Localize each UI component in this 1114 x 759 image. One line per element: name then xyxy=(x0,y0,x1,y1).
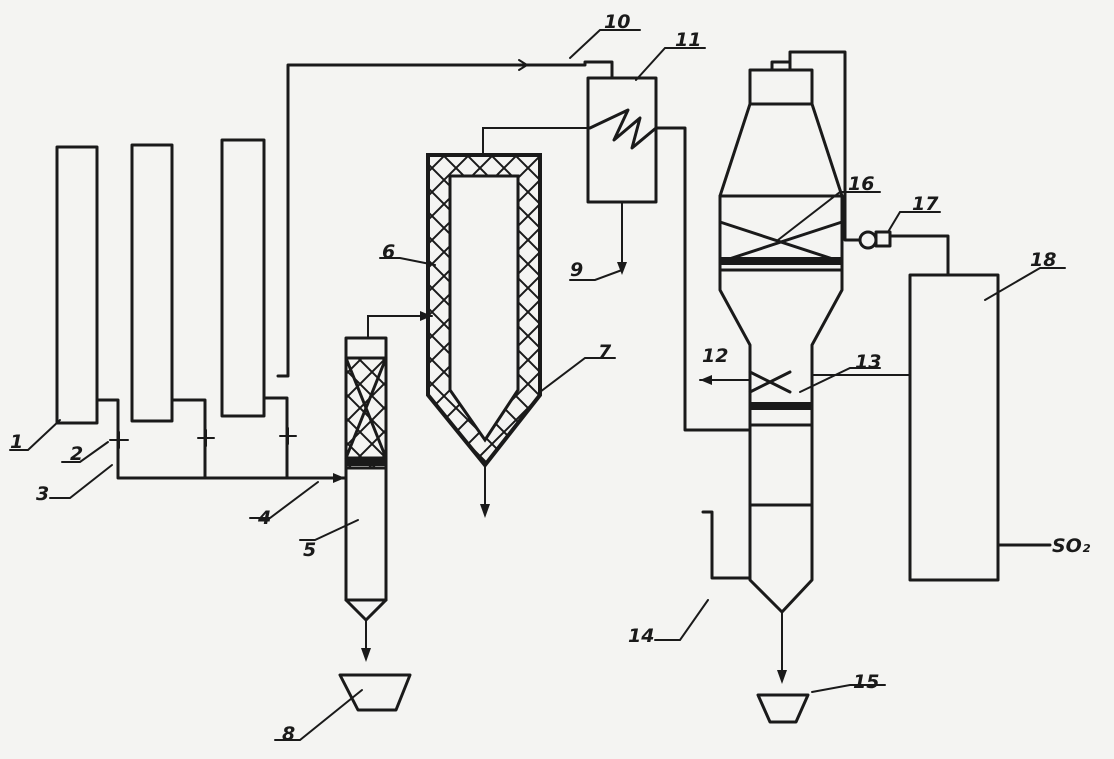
leader-lines xyxy=(9,29,1066,741)
label-so2: SO₂ xyxy=(1052,535,1091,557)
label-9: 9 xyxy=(570,259,583,281)
columns-group xyxy=(55,138,266,425)
label-6: 6 xyxy=(382,241,395,263)
label-16: 16 xyxy=(848,173,874,195)
hopper-15 xyxy=(756,693,810,724)
label-17: 17 xyxy=(912,193,939,215)
heat-exchanger-11 xyxy=(586,76,750,432)
vessel-5 xyxy=(344,311,433,662)
header-line xyxy=(276,59,614,378)
label-5: 5 xyxy=(303,539,316,561)
label-13: 13 xyxy=(855,351,881,373)
hopper-8 xyxy=(338,673,412,712)
label-15: 15 xyxy=(853,671,879,693)
column-3 xyxy=(220,138,266,418)
label-4: 4 xyxy=(257,507,271,529)
label-18: 18 xyxy=(1030,249,1056,271)
label-14: 14 xyxy=(628,625,654,647)
vessel-18 xyxy=(908,273,1000,582)
label-11: 11 xyxy=(675,29,701,51)
label-3: 3 xyxy=(36,483,49,505)
label-8: 8 xyxy=(282,723,295,745)
absorption-tower xyxy=(699,50,911,684)
label-10: 10 xyxy=(604,11,630,33)
label-12: 12 xyxy=(702,345,728,367)
arrow-to-vessel-5 xyxy=(333,473,345,483)
label-7: 7 xyxy=(598,341,612,363)
blower-17 xyxy=(858,230,950,277)
label-2: 2 xyxy=(70,443,83,465)
label-1: 1 xyxy=(10,431,23,453)
column-1 xyxy=(55,145,99,425)
collector-piping xyxy=(95,396,347,483)
reactor xyxy=(426,127,591,518)
labels: 1 2 3 4 5 6 7 8 9 10 11 12 13 14 15 16 1… xyxy=(10,11,1091,745)
column-2 xyxy=(130,143,174,423)
